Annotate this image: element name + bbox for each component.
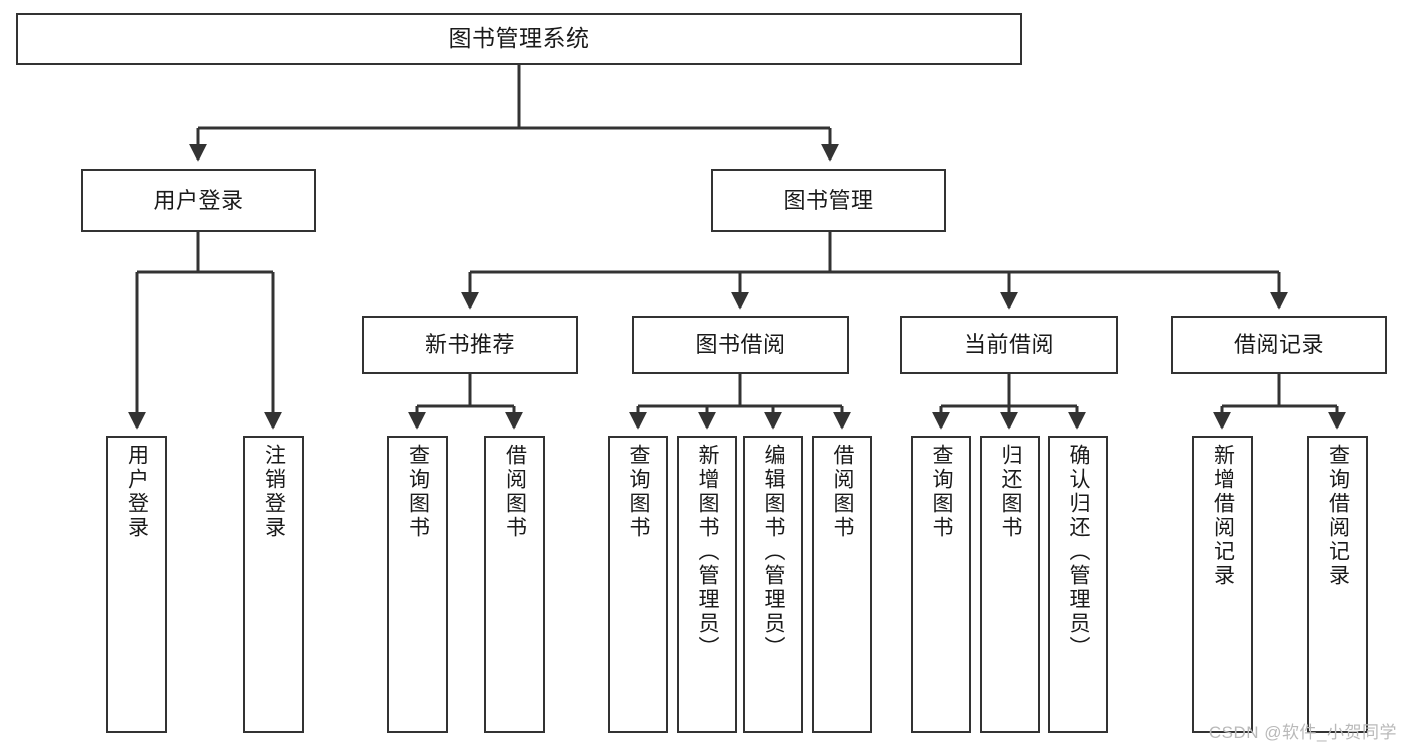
leaf-edit-book-admin[interactable]: 编辑图书（管理员） — [743, 436, 803, 733]
node-user-login[interactable]: 用户登录 — [81, 169, 316, 232]
csdn-watermark: CSDN @软件_小贺同学 — [1208, 723, 1397, 742]
node-label: 查询图书 — [406, 444, 430, 540]
node-label: 注销登录 — [262, 444, 286, 540]
node-label: 新增图书（管理员） — [696, 444, 720, 660]
node-label: 当前借阅 — [963, 332, 1054, 358]
node-label: 图书借阅 — [695, 332, 786, 358]
leaf-add-borrow-record[interactable]: 新增借阅记录 — [1192, 436, 1253, 733]
node-label: 确认归还（管理员） — [1067, 444, 1091, 660]
node-book-management[interactable]: 图书管理 — [711, 169, 946, 232]
node-root-system[interactable]: 图书管理系统 — [16, 13, 1022, 65]
leaf-query-book-current[interactable]: 查询图书 — [911, 436, 971, 733]
leaf-add-book-admin[interactable]: 新增图书（管理员） — [677, 436, 737, 733]
node-current-borrow[interactable]: 当前借阅 — [900, 316, 1118, 374]
node-new-book-recommend[interactable]: 新书推荐 — [362, 316, 578, 374]
node-label: 借阅图书 — [831, 444, 855, 540]
node-label: 图书管理 — [783, 187, 874, 213]
node-label: 查询借阅记录 — [1326, 444, 1350, 588]
leaf-borrow-book[interactable]: 借阅图书 — [812, 436, 872, 733]
node-borrow-record[interactable]: 借阅记录 — [1171, 316, 1387, 374]
node-label: 查询图书 — [930, 444, 954, 540]
leaf-confirm-return-admin[interactable]: 确认归还（管理员） — [1048, 436, 1108, 733]
node-label: 借阅图书 — [503, 444, 527, 540]
node-label: 编辑图书（管理员） — [762, 444, 786, 660]
leaf-borrow-book-recommend[interactable]: 借阅图书 — [484, 436, 545, 733]
node-book-borrow[interactable]: 图书借阅 — [632, 316, 849, 374]
leaf-user-logout[interactable]: 注销登录 — [243, 436, 304, 733]
node-label: 用户登录 — [125, 444, 149, 540]
leaf-return-book[interactable]: 归还图书 — [980, 436, 1040, 733]
node-label: 新增借阅记录 — [1211, 444, 1235, 588]
node-label: 归还图书 — [999, 444, 1023, 540]
node-label: 查询图书 — [627, 444, 651, 540]
leaf-query-book-recommend[interactable]: 查询图书 — [387, 436, 448, 733]
leaf-query-book-borrow[interactable]: 查询图书 — [608, 436, 668, 733]
node-label: 借阅记录 — [1233, 332, 1324, 358]
node-label: 图书管理系统 — [448, 25, 590, 52]
leaf-query-borrow-record[interactable]: 查询借阅记录 — [1307, 436, 1368, 733]
node-label: 用户登录 — [153, 187, 244, 213]
node-label: 新书推荐 — [424, 332, 515, 358]
leaf-user-login[interactable]: 用户登录 — [106, 436, 167, 733]
